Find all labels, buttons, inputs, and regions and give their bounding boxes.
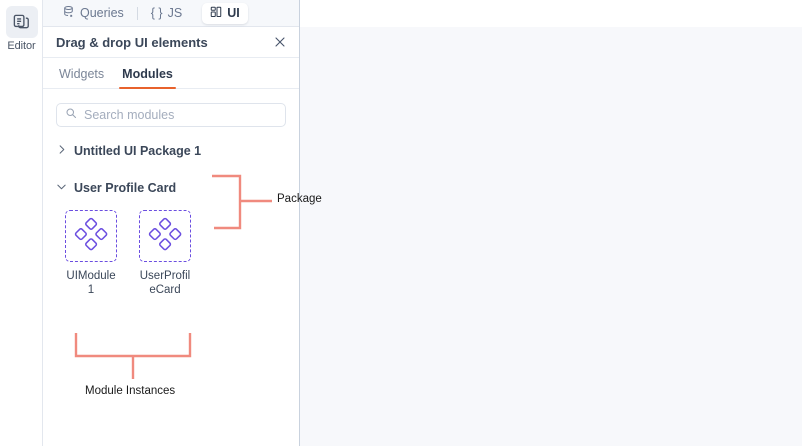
pages-stack-icon	[5, 6, 38, 38]
tree-item-label: User Profile Card	[74, 181, 177, 195]
chevron-down-icon[interactable]	[56, 179, 67, 197]
search-icon	[65, 106, 77, 124]
module-instance-uimodule-1[interactable]: UIModule 1	[65, 210, 117, 297]
module-tile[interactable]	[65, 210, 117, 262]
tab-modules[interactable]: Modules	[113, 67, 182, 89]
close-icon[interactable]	[274, 36, 286, 48]
module-instances-grid: UIModule 1 UserProfileCard	[43, 198, 299, 297]
canvas-topbar	[300, 0, 802, 27]
app-canvas[interactable]	[300, 27, 802, 446]
tab-queries-label: Queries	[80, 6, 124, 20]
grid-layout-icon	[210, 6, 222, 21]
four-diamonds-module-icon	[74, 217, 108, 256]
module-tile[interactable]	[139, 210, 191, 262]
tab-ui[interactable]: UI	[202, 2, 248, 24]
tab-widgets[interactable]: Widgets	[50, 67, 113, 88]
tab-widgets-label: Widgets	[59, 67, 105, 81]
chevron-right-icon[interactable]	[56, 142, 67, 160]
rail-item-editor-label: Editor	[7, 40, 36, 52]
tree-item-label: Untitled UI Package 1	[74, 144, 202, 158]
tab-ui-label: UI	[227, 6, 240, 20]
module-instance-caption: UserProfileCard	[139, 270, 191, 296]
search-row	[43, 89, 299, 127]
panel-title: Drag & drop UI elements	[56, 34, 208, 50]
search-modules-box[interactable]	[56, 103, 286, 127]
ui-elements-panel: Queries { } JS UI Drag & drop UI element…	[43, 0, 300, 446]
curly-braces-icon: { }	[150, 6, 163, 20]
module-instance-caption: UIModule 1	[66, 270, 116, 296]
rail-item-editor[interactable]: Editor	[4, 6, 39, 52]
tab-js[interactable]: { } JS	[143, 3, 190, 23]
tab-divider	[136, 6, 138, 20]
left-nav-rail: Editor	[0, 0, 43, 446]
four-diamonds-module-icon	[148, 217, 182, 256]
tab-queries[interactable]: Queries	[54, 2, 132, 24]
database-query-icon	[62, 5, 75, 21]
module-instance-userprofilecard[interactable]: UserProfileCard	[139, 210, 191, 297]
search-input[interactable]	[84, 108, 277, 122]
tree-item-untitled-ui-package-1[interactable]: Untitled UI Package 1	[43, 141, 299, 161]
tab-modules-label: Modules	[122, 67, 173, 81]
tree-item-user-profile-card[interactable]: User Profile Card	[43, 178, 299, 198]
panel-header: Drag & drop UI elements	[43, 27, 299, 58]
editor-tab-strip: Queries { } JS UI	[43, 0, 299, 27]
tab-js-label: JS	[167, 6, 183, 20]
panel-sub-tabs: Widgets Modules	[43, 58, 299, 89]
